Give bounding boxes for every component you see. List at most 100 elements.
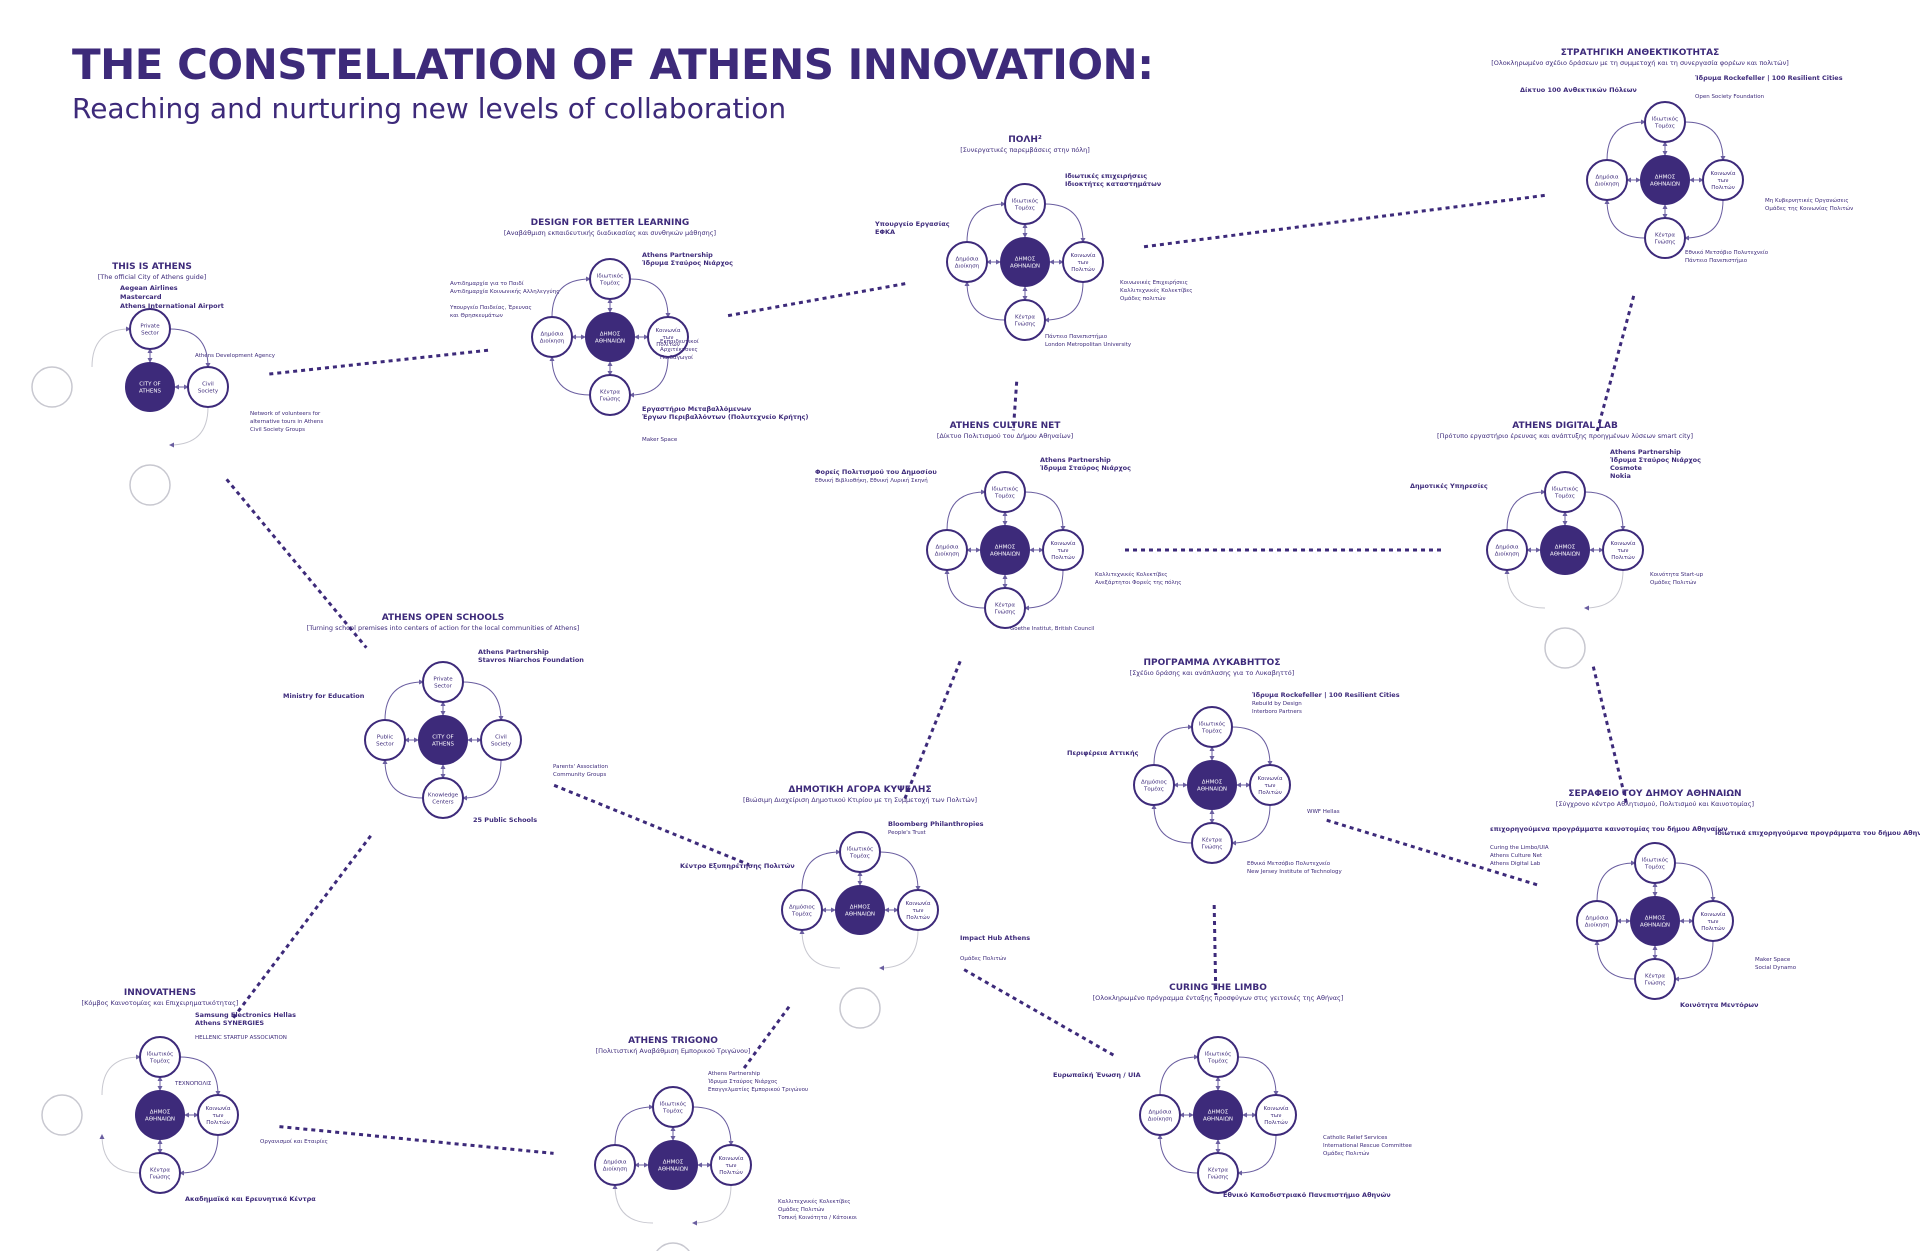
- outer-node[interactable]: [984, 471, 1026, 513]
- cluster-athens-trigono[interactable]: ATHENS TRIGONO[Πολιτιστική Αναβάθμιση Εμ…: [594, 1036, 857, 1251]
- flow-arrow: [799, 929, 841, 969]
- outer-node[interactable]: [139, 1036, 181, 1078]
- flow-arrow: [549, 356, 591, 396]
- outer-node-label: Private: [433, 677, 453, 683]
- flow-arrow: [1684, 199, 1724, 241]
- center-node-label: ΔΗΜΟΣ: [1202, 780, 1223, 786]
- outer-node[interactable]: [589, 374, 631, 416]
- outer-node[interactable]: [1634, 958, 1676, 1000]
- outer-node[interactable]: [187, 366, 229, 408]
- partner-annotation: Καλλιτεχνικές Κολεκτίβες: [1120, 287, 1193, 294]
- outer-node[interactable]: [1042, 529, 1084, 571]
- outer-node[interactable]: [1133, 764, 1175, 806]
- center-node-label: ΑΘΗΝΑΙΩΝ: [1640, 923, 1670, 929]
- center-node[interactable]: [1540, 525, 1590, 575]
- outer-node[interactable]: [652, 1086, 694, 1128]
- partner-annotation: Athens Digital Lab: [1490, 861, 1541, 867]
- outer-node[interactable]: [1004, 183, 1046, 225]
- outer-node[interactable]: [1197, 1152, 1239, 1194]
- outer-node-label: Πολιτών: [1611, 554, 1635, 561]
- center-node-label: ΑΘΗΝΑΙΩΝ: [1650, 182, 1680, 188]
- cluster-poli2[interactable]: ΠΟΛΗ²[Συνεργατικές παρεμβάσεις στην πόλη…: [874, 135, 1193, 348]
- outer-node[interactable]: [946, 241, 988, 283]
- cluster-athens-digital-lab[interactable]: ATHENS DIGITAL LAB[Πρότυπο εργαστήριο έρ…: [1410, 421, 1704, 669]
- outer-node[interactable]: [1692, 900, 1734, 942]
- center-node[interactable]: [125, 362, 175, 412]
- flow-arrow: [879, 851, 921, 891]
- cluster-title: ΣΤΡΑΤΗΓΙΚΗ ΑΝΘΕΚΤΙΚΟΤΗΤΑΣ: [1561, 48, 1720, 58]
- outer-node[interactable]: [1576, 900, 1618, 942]
- center-node[interactable]: [835, 885, 885, 935]
- center-node[interactable]: [1187, 760, 1237, 810]
- outer-node[interactable]: [1634, 842, 1676, 884]
- cluster-design-for-better-learning[interactable]: DESIGN FOR BETTER LEARNING[Αναβάθμιση εκ…: [449, 218, 808, 443]
- center-node[interactable]: [1640, 155, 1690, 205]
- outer-node[interactable]: [1249, 764, 1291, 806]
- outer-node[interactable]: [139, 1152, 181, 1194]
- outer-node[interactable]: [1004, 299, 1046, 341]
- center-node[interactable]: [648, 1140, 698, 1190]
- outer-node-label: Τομέας: [849, 853, 870, 860]
- flow-arrow: [101, 1054, 141, 1096]
- cluster-strategic-resilience[interactable]: ΣΤΡΑΤΗΓΙΚΗ ΑΝΘΕΚΤΙΚΟΤΗΤΑΣ[Ολοκληρωμένο σ…: [1491, 48, 1853, 264]
- cluster-title: DESIGN FOR BETTER LEARNING: [531, 218, 690, 228]
- cluster-kypseli-market[interactable]: ΔΗΜΟΤΙΚΗ ΑΓΟΡΑ ΚΥΨΕΛΗΣ[Βιώσιμη Διαχείρισ…: [680, 785, 1030, 1029]
- cluster-athens-culture-net[interactable]: ATHENS CULTURE NET[Δίκτυο Πολιτισμού του…: [815, 421, 1182, 632]
- outer-node[interactable]: [1644, 101, 1686, 143]
- cluster-this-is-athens[interactable]: THIS IS ATHENS[The official City of Athe…: [31, 262, 323, 506]
- flow-arrow: [1594, 940, 1636, 980]
- outer-node[interactable]: [1139, 1094, 1181, 1136]
- outer-node[interactable]: [1062, 241, 1104, 283]
- cluster-serafeio[interactable]: ΣΕΡΑΦΕΙΟ ΤΟΥ ΔΗΜΟΥ ΑΘΗΝΑΙΩΝ[Σύγχρονο κέν…: [1490, 789, 1920, 1009]
- outer-node[interactable]: [1544, 471, 1586, 513]
- partner-annotation: Network of volunteers for: [250, 411, 321, 417]
- outer-node[interactable]: [839, 831, 881, 873]
- outer-node[interactable]: [1486, 529, 1528, 571]
- outer-node[interactable]: [647, 316, 689, 358]
- outer-node[interactable]: [422, 661, 464, 703]
- outer-node[interactable]: [589, 258, 631, 300]
- outer-node[interactable]: [1255, 1094, 1297, 1136]
- outer-node[interactable]: [926, 529, 968, 571]
- center-node[interactable]: [135, 1090, 185, 1140]
- outer-node-label: Κοινωνία: [718, 1155, 743, 1162]
- outer-node[interactable]: [710, 1144, 752, 1186]
- flow-arrow: [1237, 1056, 1279, 1096]
- cluster-curing-the-limbo[interactable]: CURING THE LIMBO[Ολοκληρωμένο πρόγραμμα …: [1053, 983, 1412, 1199]
- outer-node[interactable]: [984, 587, 1026, 629]
- flow-arrow: [1504, 569, 1546, 609]
- cluster-athens-open-schools[interactable]: ATHENS OPEN SCHOOLS[Turning school premi…: [283, 613, 609, 824]
- outer-node-label: Κοινωνία: [1070, 252, 1095, 259]
- outer-node[interactable]: [1702, 159, 1744, 201]
- outer-node[interactable]: [781, 889, 823, 931]
- outer-node-label: Public: [377, 735, 393, 741]
- outer-node[interactable]: [1586, 159, 1628, 201]
- outer-node-label: Διοίκηση: [935, 551, 960, 558]
- cluster-lycabettus[interactable]: ΠΡΟΓΡΑΜΜΑ ΛΥΚΑΒΗΤΤΟΣ[Σχέδιο δράσης και α…: [1067, 658, 1400, 875]
- outer-node[interactable]: [531, 316, 573, 358]
- outer-node-label: Γνώσης: [1015, 321, 1036, 328]
- outer-node-label: Διοίκηση: [603, 1166, 628, 1173]
- outer-node[interactable]: [364, 719, 406, 761]
- flow-arrow: [551, 276, 591, 318]
- outer-node[interactable]: [1197, 1036, 1239, 1078]
- center-node[interactable]: [1630, 896, 1680, 946]
- outer-node[interactable]: [897, 889, 939, 931]
- outer-node[interactable]: [422, 777, 464, 819]
- outer-node[interactable]: [1602, 529, 1644, 571]
- center-node[interactable]: [980, 525, 1030, 575]
- center-node[interactable]: [1000, 237, 1050, 287]
- outer-node[interactable]: [1644, 217, 1686, 259]
- center-node[interactable]: [1193, 1090, 1243, 1140]
- outer-node[interactable]: [129, 308, 171, 350]
- center-node[interactable]: [418, 715, 468, 765]
- outer-node[interactable]: [594, 1144, 636, 1186]
- center-node[interactable]: [585, 312, 635, 362]
- outer-node[interactable]: [1191, 822, 1233, 864]
- cluster-innovathens[interactable]: INNOVATHENS[Κόμβος Καινοτομίας και Επιχε…: [41, 988, 328, 1203]
- outer-node[interactable]: [1191, 706, 1233, 748]
- partner-annotation: Cosmote: [1610, 464, 1642, 472]
- outer-node[interactable]: [480, 719, 522, 761]
- outer-node[interactable]: [197, 1094, 239, 1136]
- outer-node-label: Διοίκηση: [1148, 1116, 1173, 1123]
